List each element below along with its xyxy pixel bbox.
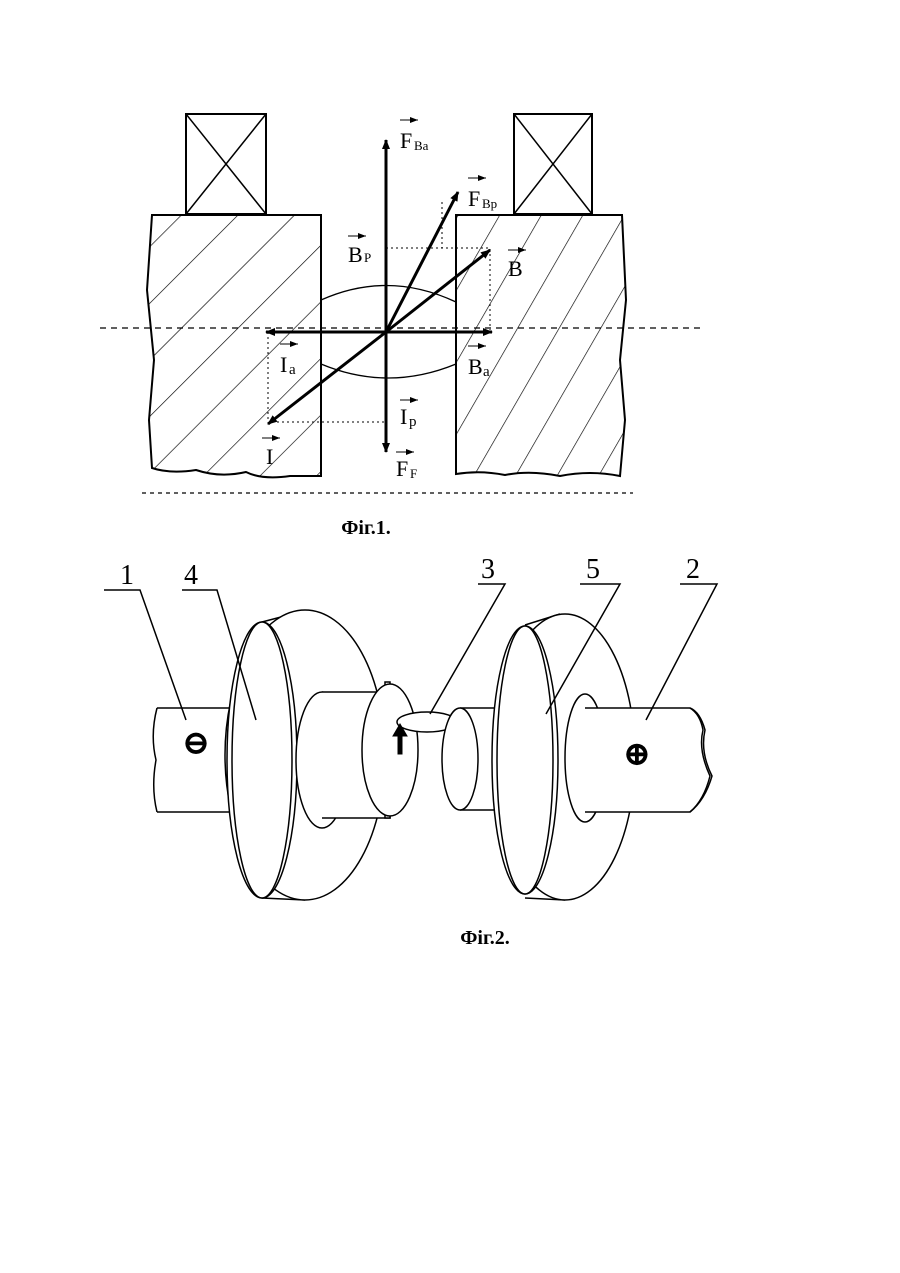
- coil-right: [514, 114, 592, 214]
- label-F-Ba: F Ba: [400, 120, 429, 153]
- label-I-p: I p: [400, 400, 418, 430]
- svg-text:Ba: Ba: [414, 138, 429, 153]
- figure-2: ⊖ ⊕: [153, 610, 712, 900]
- label-F-F: F F: [396, 452, 417, 481]
- svg-text:F: F: [468, 186, 480, 211]
- svg-text:a: a: [483, 364, 490, 380]
- svg-text:I: I: [400, 404, 407, 429]
- figure-1: F Ba F Bp B P B I a B a I: [100, 114, 700, 539]
- label-part-3: 3: [481, 554, 495, 585]
- svg-text:P: P: [364, 250, 371, 265]
- part-labels: 1 4 3 5 2: [120, 554, 700, 591]
- label-part-1: 1: [120, 560, 134, 591]
- label-part-2: 2: [686, 554, 700, 585]
- svg-text:F: F: [396, 456, 408, 481]
- svg-text:F: F: [400, 128, 412, 153]
- svg-text:I: I: [266, 444, 273, 469]
- vector-F-Bp: [386, 192, 458, 332]
- svg-text:I: I: [280, 352, 287, 377]
- label-part-4: 4: [184, 560, 198, 591]
- svg-text:B: B: [348, 242, 363, 267]
- label-part-5: 5: [586, 554, 600, 585]
- minus-sign-icon: ⊖: [182, 725, 211, 762]
- caption-fig2: Фіг.2.: [460, 927, 510, 949]
- caption-fig1: Фіг.1.: [341, 517, 391, 539]
- electrode-left: [147, 215, 321, 477]
- label-F-Bp: F Bp: [468, 178, 497, 211]
- svg-text:B: B: [508, 256, 523, 281]
- svg-text:Bp: Bp: [482, 196, 497, 211]
- svg-text:F: F: [410, 466, 417, 481]
- svg-text:p: p: [409, 414, 417, 430]
- svg-text:B: B: [468, 354, 483, 379]
- svg-text:a: a: [289, 362, 296, 378]
- electrode-tip-left: [322, 682, 418, 818]
- coil-left: [186, 114, 266, 214]
- plus-sign-icon: ⊕: [623, 736, 652, 773]
- label-B-P: B P: [348, 236, 371, 267]
